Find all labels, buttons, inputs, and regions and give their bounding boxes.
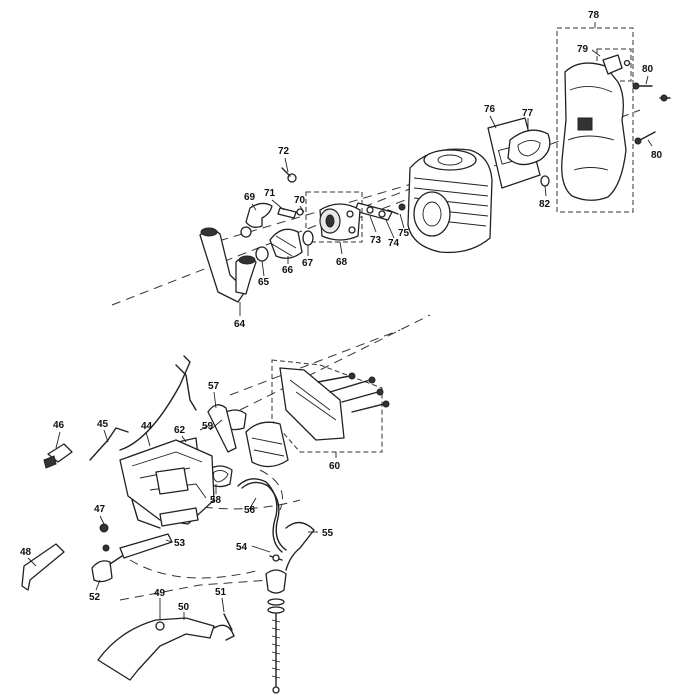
callout-62: 62	[174, 425, 186, 436]
callout-49: 49	[154, 588, 166, 599]
callout-53: 53	[174, 538, 186, 549]
callout-80-top: 80	[642, 64, 654, 75]
cylinder-top	[423, 149, 477, 171]
callout-51: 51	[215, 587, 227, 598]
callout-47: 47	[94, 504, 106, 515]
rod-45	[89, 427, 129, 461]
callout-70: 70	[294, 195, 306, 206]
bottom-levers	[21, 523, 173, 591]
muffler-body	[561, 62, 627, 201]
callout-73: 73	[370, 235, 382, 246]
callout-58: 58	[210, 495, 222, 506]
callout-45: 45	[97, 419, 109, 430]
fuel-pickup-parts	[265, 569, 287, 694]
impulse-hose	[245, 202, 273, 228]
callout-60: 60	[329, 461, 341, 472]
pickup-filter	[265, 569, 287, 594]
muffler-group-box	[556, 27, 634, 213]
bracket-48	[21, 543, 65, 591]
callout-82: 82	[539, 199, 551, 210]
inlet-manifold-group	[305, 191, 363, 243]
callout-77: 77	[522, 108, 534, 119]
carb-housing-group	[271, 359, 390, 453]
fuel-hoses	[237, 478, 315, 571]
callout-80-bottom: 80	[651, 150, 663, 161]
callout-57: 57	[208, 381, 220, 392]
callout-46: 46	[53, 420, 65, 431]
callout-74: 74	[388, 238, 400, 249]
callout-78: 78	[588, 10, 600, 21]
clamp-67	[302, 230, 314, 246]
clamp-65	[255, 246, 269, 262]
callout-71: 71	[264, 188, 276, 199]
muffler-nut	[540, 175, 550, 187]
callout-50: 50	[178, 602, 190, 613]
spark-screen	[602, 54, 623, 75]
callout-76: 76	[484, 104, 496, 115]
cylinder	[398, 148, 493, 254]
callout-68: 68	[336, 257, 348, 268]
knob-52	[91, 560, 113, 583]
spring-51	[223, 613, 233, 631]
muffler-outlet	[577, 117, 593, 131]
intake-boot-parts	[240, 167, 314, 262]
trigger-50	[97, 617, 215, 681]
throttle-rod	[119, 355, 191, 451]
manifold-box	[305, 191, 363, 243]
callout-56: 56	[244, 505, 256, 516]
callout-72: 72	[278, 146, 290, 157]
tank-pipe-64	[199, 227, 257, 303]
intake-small-parts	[354, 202, 399, 221]
chassis-44	[119, 439, 215, 529]
nut-47	[99, 523, 109, 533]
hose-57	[207, 404, 237, 453]
intake-boot	[269, 228, 303, 259]
muffler-assembly	[540, 27, 671, 213]
carburettor-parts	[177, 404, 289, 488]
callout-75: 75	[398, 228, 410, 239]
rod-53	[119, 533, 173, 559]
fuel-hose-55	[285, 521, 315, 571]
assembly-guide-lines	[111, 109, 641, 601]
callout-44: 44	[141, 421, 153, 432]
carb-housing-box	[271, 359, 383, 453]
carburettor	[245, 421, 289, 468]
nipple-70	[277, 207, 297, 219]
throttle-rods	[43, 355, 197, 469]
muffler-gaskets	[487, 117, 551, 189]
trigger-parts	[97, 613, 235, 681]
callout-69: 69	[244, 192, 256, 203]
leader-lines	[27, 22, 653, 620]
cylinder-port	[413, 191, 451, 237]
gasket-77	[507, 129, 551, 166]
callout-55: 55	[322, 528, 334, 539]
callout-labels: 78 79 80 80 82 76 77 72 71 70 69 73 74 7…	[20, 10, 663, 613]
callout-52: 52	[89, 592, 101, 603]
callout-48: 48	[20, 547, 32, 558]
callout-54: 54	[236, 542, 248, 553]
callout-66: 66	[282, 265, 294, 276]
callout-64: 64	[234, 319, 246, 330]
callout-79: 79	[577, 44, 589, 55]
callout-67: 67	[302, 258, 314, 269]
callout-65: 65	[258, 277, 270, 288]
callout-59: 59	[202, 421, 214, 432]
carb-housing	[279, 367, 345, 441]
